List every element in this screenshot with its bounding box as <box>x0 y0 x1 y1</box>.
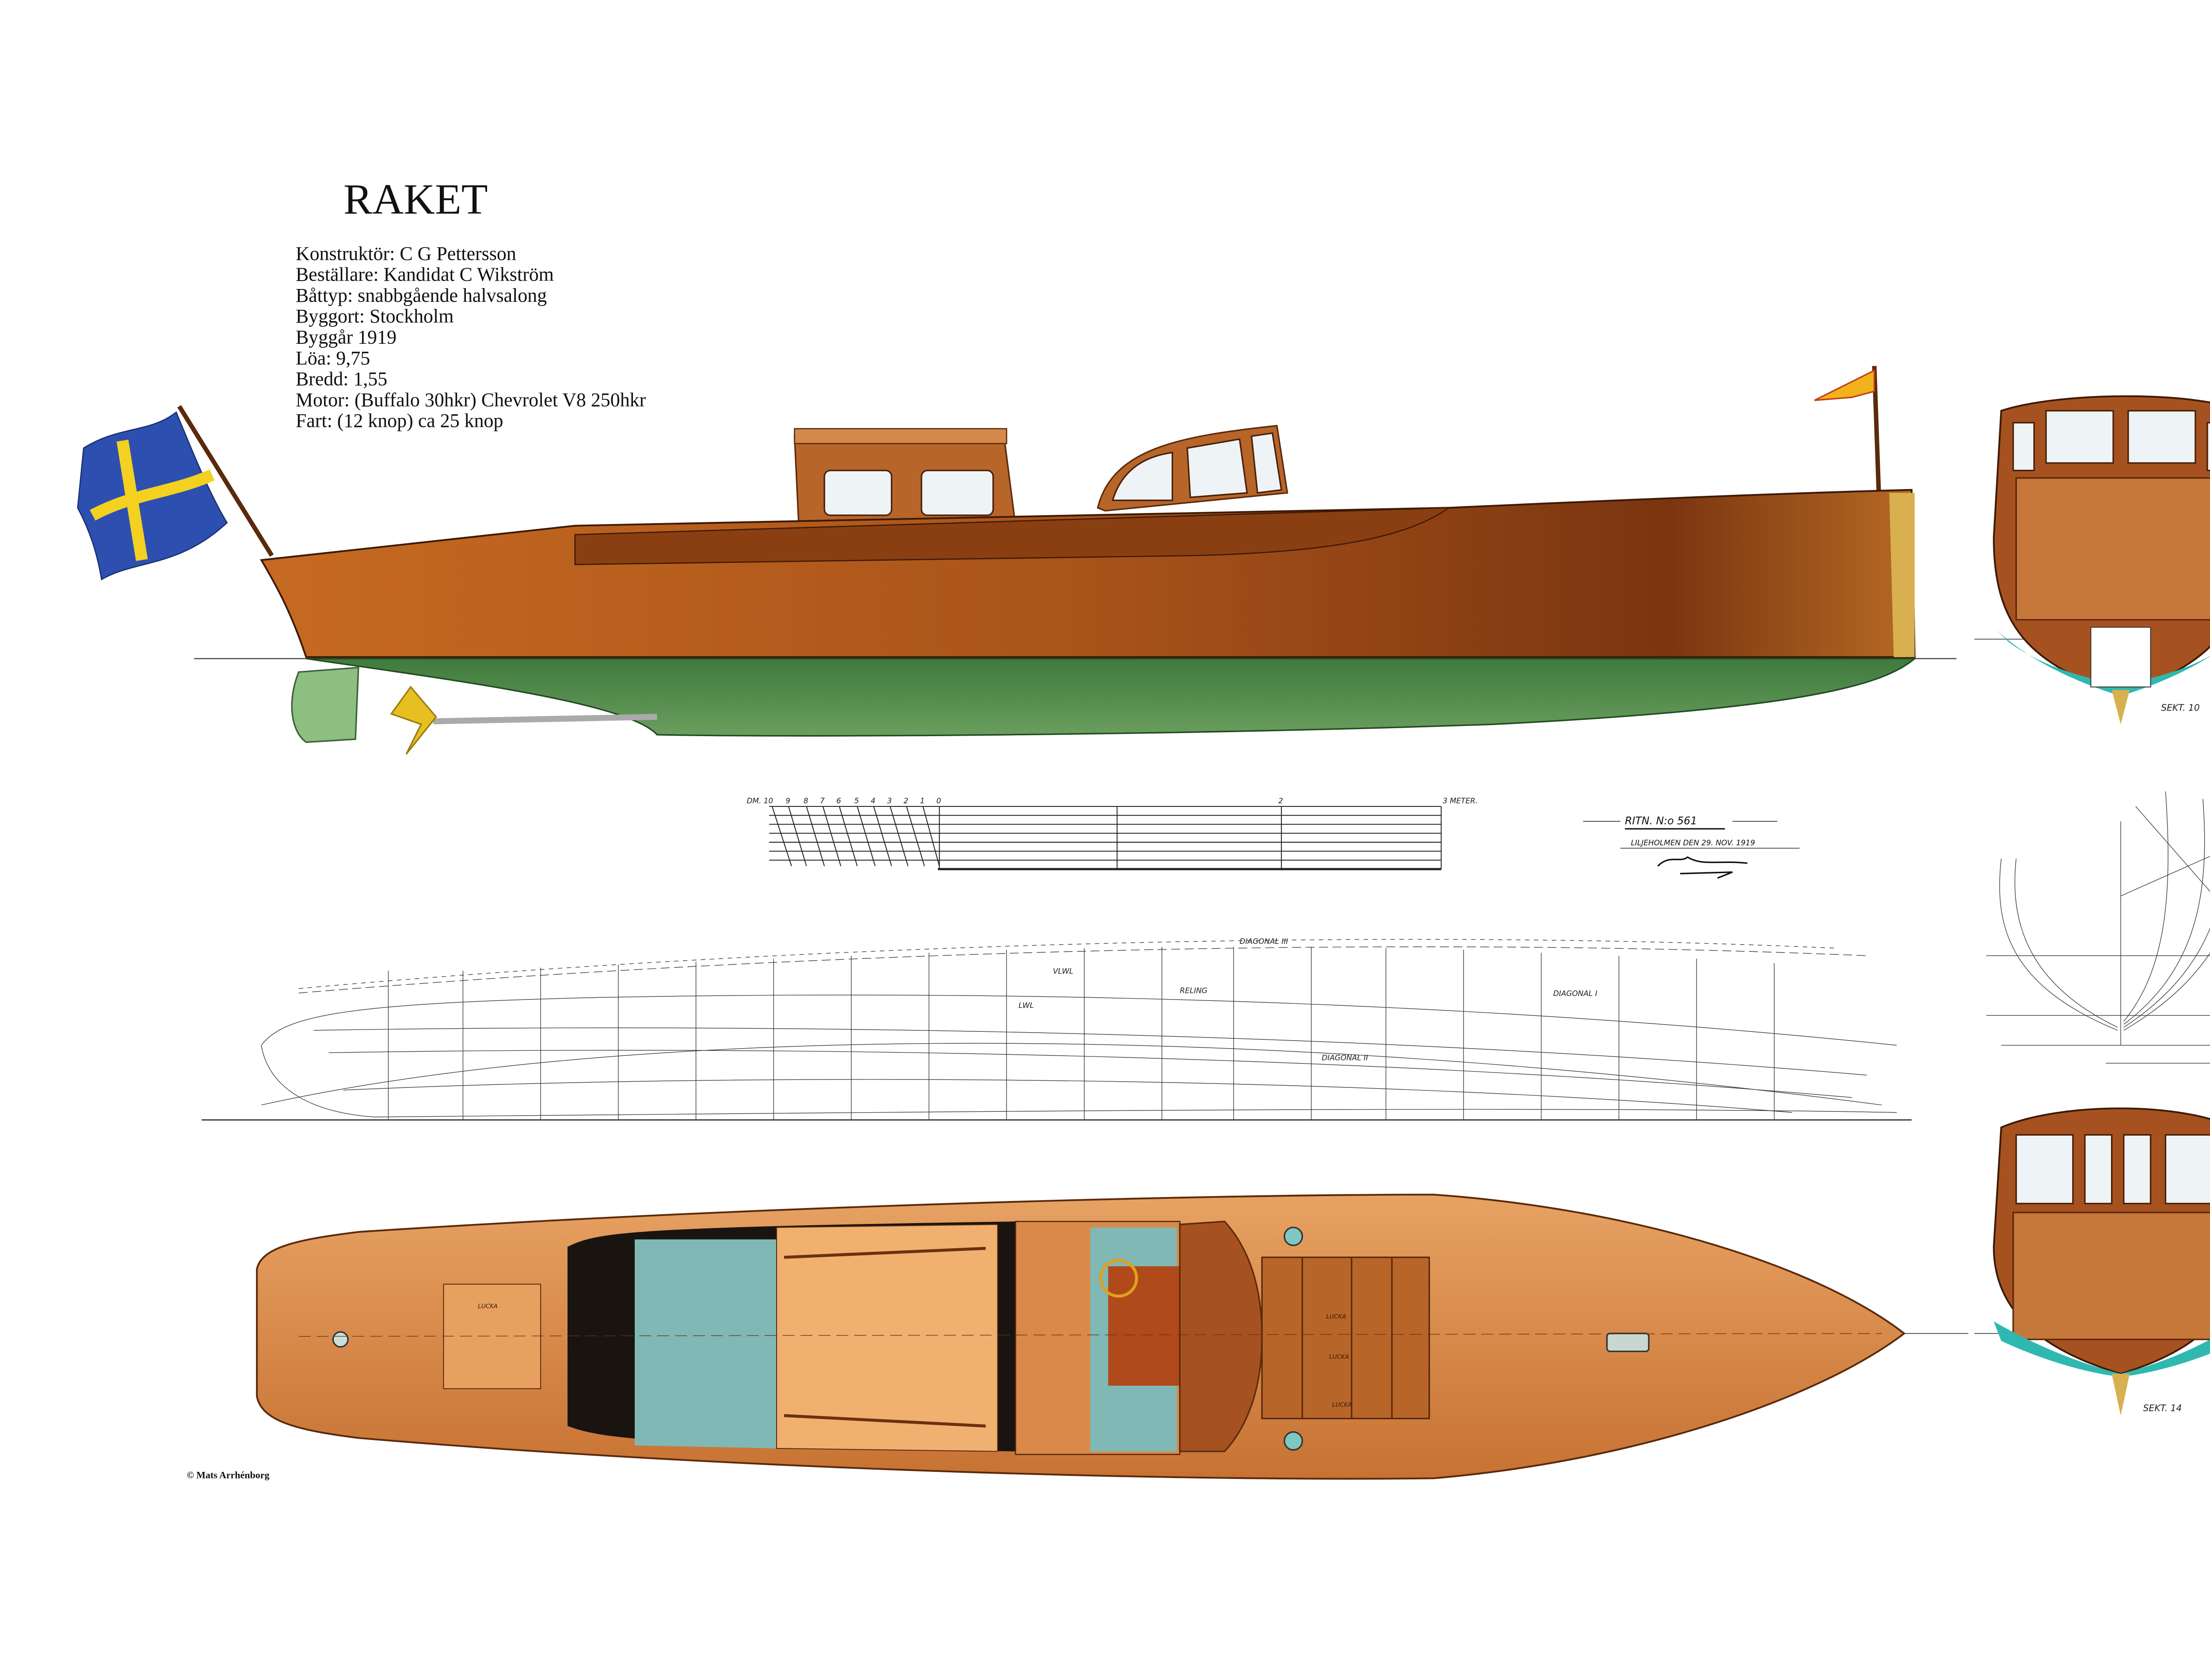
lines-label: LWL <box>1018 1001 1034 1010</box>
scale-label: 5 <box>854 796 859 805</box>
signature <box>1657 856 1748 879</box>
rudder <box>291 666 359 743</box>
scale-label: 7 <box>820 796 825 805</box>
scale-label: 6 <box>836 796 841 805</box>
propeller-icon <box>390 685 437 755</box>
scale-label: 3 <box>887 796 892 805</box>
spec-list: Konstruktör: C G Pettersson Beställare: … <box>296 243 646 431</box>
lines-plan: DIAGONAL III DIAGONAL II VLWL LWL RELING… <box>202 937 1912 1121</box>
deck-label: LUCKA <box>1332 1401 1352 1408</box>
boat-title: RAKET <box>343 176 488 224</box>
section-front-label: SEKT. 10 <box>2161 703 2200 713</box>
section-rear-label: SEKT. 14 <box>2143 1403 2182 1413</box>
scale-label: 2 <box>1278 796 1283 805</box>
scale-label: 8 <box>804 796 808 805</box>
deck-label: LUCKA <box>1326 1313 1346 1320</box>
section-rear-view: SEKT. 14 <box>1974 1107 2210 1416</box>
spec-boat-type: Båttyp: snabbgående halvsalong <box>296 285 547 306</box>
scale-label: 1 <box>920 796 925 805</box>
scale-label: 0 <box>937 796 941 805</box>
lines-label: VLWL <box>1053 966 1073 975</box>
scale-label: 2 <box>903 796 908 805</box>
spec-speed: Fart: (12 knop) ca 25 knop <box>296 410 503 432</box>
spec-build-place: Byggort: Stockholm <box>296 305 453 327</box>
spec-client: Beställare: Kandidat C Wikström <box>296 264 554 285</box>
scale-label: 3 METER. <box>1443 796 1478 805</box>
spec-beam: Bredd: 1,55 <box>296 368 387 390</box>
flag-staff <box>177 405 274 557</box>
scale-label: 4 <box>871 796 876 805</box>
title-block: RITN. N:o 561 LILJEHOLMEN DEN 29. NOV. 1… <box>1583 815 1800 879</box>
side-profile <box>77 366 1957 755</box>
lines-label: DIAGONAL II <box>1322 1053 1368 1062</box>
body-plan <box>1986 791 2210 1064</box>
spec-build-year: Byggår 1919 <box>296 327 396 348</box>
pennant-icon <box>1814 369 1875 401</box>
scale-bar: DM. 10 9 8 7 6 5 4 3 2 1 0 2 3 METER. <box>747 796 1478 870</box>
scale-label: 9 <box>785 796 790 805</box>
lines-label: RELING <box>1180 986 1207 995</box>
lines-label: DIAGONAL III <box>1239 937 1288 946</box>
deck-label: LUCKA <box>478 1303 498 1310</box>
deck-label: LUCKA <box>1329 1353 1349 1361</box>
spec-length: Löa: 9,75 <box>296 347 370 369</box>
section-front-view: SEKT. 10 <box>1974 395 2210 725</box>
lines-label: DIAGONAL I <box>1553 989 1597 998</box>
drawing-number: RITN. N:o 561 <box>1625 815 1697 827</box>
spec-engine: Motor: (Buffalo 30hkr) Chevrolet V8 250h… <box>296 389 646 410</box>
deck-plan-view: LUCKA LUCKA LUCKA LUCKA <box>256 1193 1969 1480</box>
copyright-notice: © Mats Arrhénborg <box>187 1469 269 1480</box>
scale-label: DM. 10 <box>747 796 773 805</box>
hull-bottom <box>306 658 1917 737</box>
drawing-place-date: LILJEHOLMEN DEN 29. NOV. 1919 <box>1631 838 1755 847</box>
hull-topsides <box>259 489 1916 658</box>
steering-wheel-icon <box>1099 1258 1138 1298</box>
spec-designer: Konstruktör: C G Pettersson <box>296 243 516 264</box>
